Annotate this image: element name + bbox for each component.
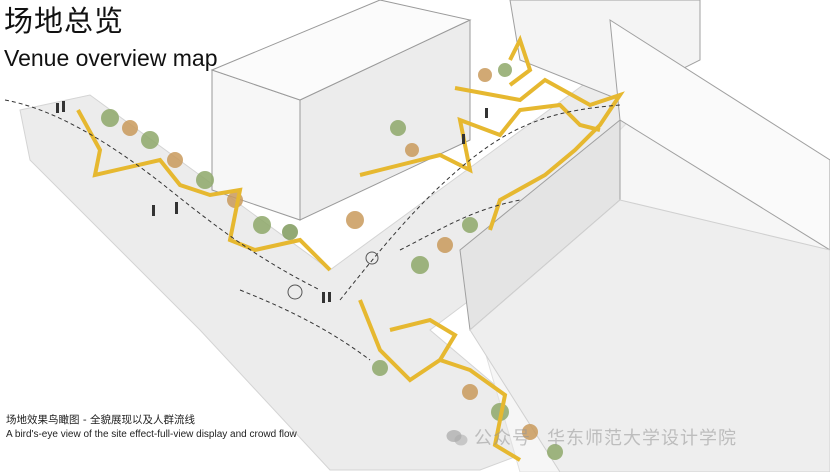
tree [282,224,298,240]
tree [437,237,453,253]
tree [253,216,271,234]
person [462,134,465,144]
person [322,292,325,303]
person [152,205,155,216]
tree [372,360,388,376]
left-building-roof [210,0,472,101]
tree [462,217,478,233]
page-title-en: Venue overview map [4,45,218,71]
right-building-shadow [469,199,830,472]
walkway-segment [358,299,522,462]
person [62,101,65,112]
flow-line [4,99,321,291]
caption-en: A bird's-eye view of the site effect-ful… [6,429,297,440]
yellow-walkway [76,34,625,462]
tree [167,152,183,168]
page-title-cn: 场地总览 [4,4,125,38]
crowd-flow-lines [4,99,621,361]
caption-cn: 场地效果鸟瞰图 - 全貌展现以及人群流线 [6,414,195,426]
tree [411,256,429,274]
walkway-segment [454,77,625,231]
tree [547,444,563,460]
person [175,202,178,214]
tree [141,131,159,149]
right-building-roof [609,19,830,251]
person [56,103,59,113]
walkway-segment [76,109,332,272]
watermark-org: 华东师范大学设计学院 [547,428,737,449]
walkway-segment [508,34,533,87]
person [485,108,488,118]
person [328,292,331,302]
people [56,101,488,303]
tree [122,120,138,136]
flow-line [339,104,621,301]
tree [405,143,419,157]
walkway-segment [389,317,458,362]
tree [196,171,214,189]
tree [101,109,119,127]
tree [462,384,478,400]
watermark: 公众号华东师范大学设计学院 [446,424,737,450]
flow-line [399,199,521,251]
hoop-marker [287,284,303,300]
tree [522,424,538,440]
hoop-marker [365,251,379,265]
wechat-icon [446,430,468,446]
tree [346,211,364,229]
tree [498,63,512,77]
walkway-segment [359,102,601,177]
tree [478,68,492,82]
tree [390,120,406,136]
watermark-account: 公众号 [474,428,531,449]
